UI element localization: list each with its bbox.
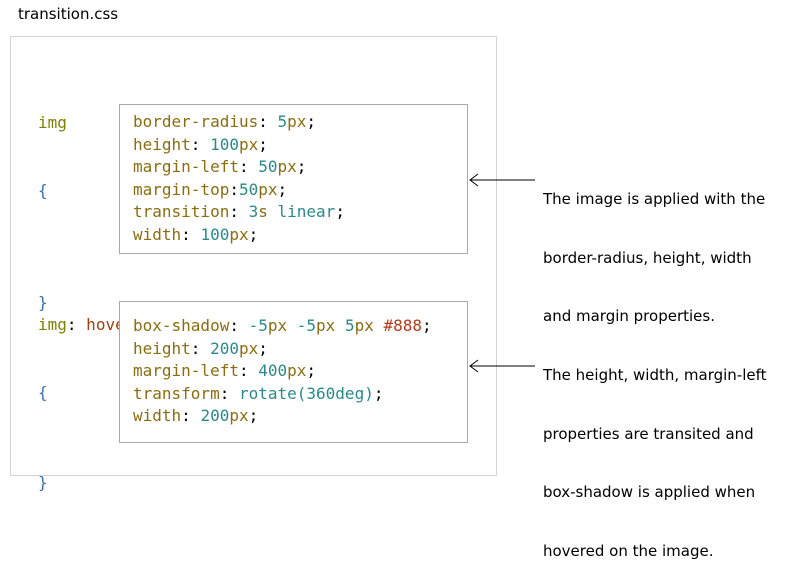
- value-unit: px: [258, 179, 278, 199]
- separator: :: [229, 316, 249, 335]
- value-num: 50: [238, 179, 259, 199]
- note-line: hovered on the image.: [543, 541, 714, 560]
- terminator: ;: [248, 406, 259, 426]
- value-num: 100: [200, 224, 230, 244]
- declaration-width: width: 200px;: [133, 405, 432, 428]
- separator: :: [219, 383, 239, 403]
- callout-arrows: [469, 173, 535, 373]
- note-line: and margin properties.: [543, 307, 715, 325]
- separator: :: [190, 338, 211, 358]
- note-line: The image is applied with the: [543, 190, 766, 208]
- property-name: margin-left: [133, 361, 239, 381]
- open-brace: {: [38, 180, 48, 200]
- value-unit: px: [267, 316, 288, 335]
- value-num: -5: [248, 316, 268, 335]
- value-val: linear: [277, 202, 336, 222]
- arrow-to-img-box: [469, 173, 535, 187]
- property-name: transition: [133, 202, 230, 222]
- value-unit: px: [229, 224, 249, 244]
- declaration-transition: transition: 3s linear;: [133, 201, 345, 224]
- value-num: 5: [277, 112, 288, 131]
- value-unit: px: [229, 406, 249, 426]
- separator: :: [229, 179, 239, 199]
- declaration-height: height: 100px;: [133, 134, 345, 157]
- property-name: margin-left: [133, 157, 239, 177]
- declaration-margin-left: margin-left: 50px;: [133, 156, 345, 179]
- value-unit: px: [354, 316, 374, 335]
- property-name: width: [133, 406, 182, 426]
- value-unit: px: [316, 316, 336, 335]
- property-name: width: [133, 224, 182, 244]
- separator: :: [181, 406, 201, 426]
- terminator: ;: [277, 179, 288, 199]
- selector-colon: :: [66, 315, 77, 335]
- declaration-border-radius: border-radius: 5px;: [133, 111, 345, 134]
- separator: :: [238, 361, 259, 381]
- value-unit: px: [287, 361, 307, 381]
- separator: :: [181, 224, 201, 244]
- value-num: 400: [258, 361, 288, 381]
- property-name: transform: [133, 383, 220, 403]
- note-line: properties are transited and: [543, 424, 754, 443]
- close-brace: }: [38, 473, 48, 493]
- value-unit: px: [238, 338, 259, 358]
- selector: img: [38, 113, 67, 133]
- declarations-list: border-radius: 5px;height: 100px;margin-…: [133, 111, 345, 247]
- terminator: ;: [258, 134, 268, 154]
- terminator: ;: [258, 338, 268, 358]
- declaration-height: height: 200px;: [133, 338, 432, 361]
- property-name: height: [133, 338, 191, 358]
- terminator: ;: [373, 383, 384, 403]
- declaration-width: width: 100px;: [133, 224, 345, 247]
- value-num: 200: [200, 406, 230, 426]
- img-declarations-box: border-radius: 5px;height: 100px;margin-…: [119, 104, 468, 254]
- terminator: ;: [306, 112, 317, 131]
- note-img-properties: The image is applied with the border-rad…: [543, 151, 765, 346]
- separator: :: [190, 134, 211, 154]
- terminator: ;: [422, 316, 432, 335]
- declaration-margin-top: margin-top:50px;: [133, 179, 345, 202]
- property-name: height: [133, 134, 191, 154]
- separator: :: [238, 157, 259, 177]
- code-frame: [10, 36, 497, 476]
- terminator: ;: [296, 157, 307, 177]
- arrow-to-hover-box: [469, 359, 535, 373]
- open-brace: {: [38, 382, 48, 402]
- declarations-list: box-shadow: -5px -5px 5px #888;height: 2…: [133, 315, 432, 428]
- separator: :: [229, 202, 249, 222]
- close-brace: }: [38, 293, 48, 313]
- value-num: -5: [296, 316, 317, 335]
- terminator: ;: [335, 202, 345, 222]
- property-name: margin-top: [133, 179, 230, 199]
- value-color: #888: [383, 316, 423, 335]
- value-num: 100: [210, 134, 239, 154]
- value-num: 3: [248, 202, 259, 222]
- rule-img-hover-close: }: [38, 427, 57, 517]
- value-unit: px: [238, 134, 259, 154]
- value-num: 5: [344, 316, 355, 335]
- selector: img: [38, 315, 67, 335]
- terminator: ;: [306, 361, 317, 381]
- property-name: box-shadow: [133, 316, 230, 335]
- note-line: The height, width, margin-left: [543, 366, 767, 384]
- separator: :: [258, 112, 278, 131]
- rule-img-selector: img {: [38, 67, 67, 225]
- terminator: ;: [248, 224, 259, 244]
- value-val: rotate(360deg): [238, 383, 374, 403]
- property-name: border-radius: [133, 112, 259, 131]
- note-line: border-radius, height, width: [543, 248, 752, 267]
- value-unit: s: [258, 202, 268, 222]
- img-hover-declarations-box: box-shadow: -5px -5px 5px #888;height: 2…: [119, 301, 468, 443]
- value-num: 50: [258, 157, 278, 177]
- declaration-margin-left: margin-left: 400px;: [133, 360, 432, 383]
- declaration-box-shadow: box-shadow: -5px -5px 5px #888;: [133, 315, 432, 338]
- value-unit: px: [287, 112, 307, 131]
- value-num: 200: [210, 338, 239, 358]
- value-unit: px: [277, 157, 297, 177]
- declaration-transform: transform: rotate(360deg);: [133, 383, 432, 406]
- file-name: transition.css: [18, 5, 119, 23]
- rule-img-close: }: [38, 247, 57, 337]
